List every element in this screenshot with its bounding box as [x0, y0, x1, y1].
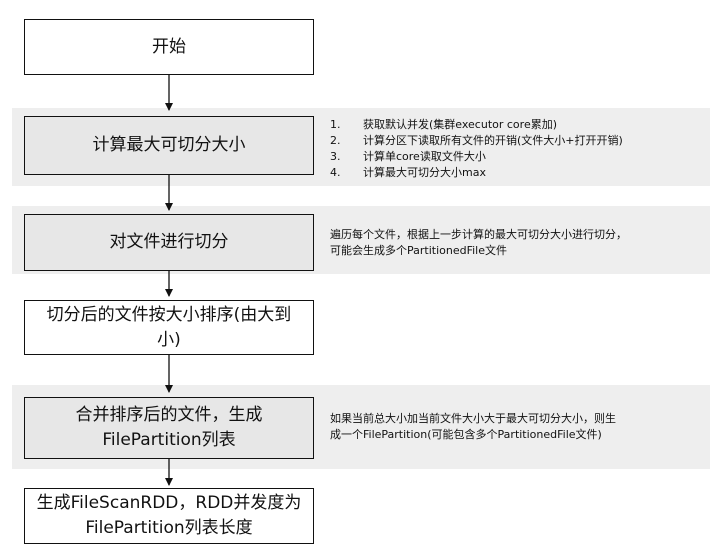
start-node: 开始: [24, 19, 314, 75]
split-note-line: 遍历每个文件，根据上一步计算的最大可切分大小进行切分，: [330, 228, 627, 241]
compute-step: 1. 获取默认并发(集群executor core累加): [330, 117, 623, 133]
merge-note-line: 如果当前总大小加当前文件大小大于最大可切分大小，则生: [330, 412, 616, 425]
merge-files-label-line2: FilePartition列表: [102, 430, 236, 450]
start-node-label: 开始: [152, 36, 186, 57]
compute-step: 4. 计算最大可切分大小max: [330, 165, 623, 181]
step-text: 计算单core读取文件大小: [363, 149, 486, 163]
sort-files-node: 切分后的文件按大小排序(由大到 小): [24, 300, 314, 355]
step-number: 4.: [330, 165, 341, 179]
compute-step: 3. 计算单core读取文件大小: [330, 149, 623, 165]
sort-files-label-line2: 小): [157, 329, 181, 350]
generate-rdd-label-line2: FilePartition列表长度: [85, 518, 253, 538]
split-note: 遍历每个文件，根据上一步计算的最大可切分大小进行切分， 可能会生成多个Parti…: [330, 227, 627, 259]
step-number: 2.: [330, 133, 341, 147]
generate-rdd-label-line1: 生成FileScanRDD，RDD并发度为: [36, 493, 302, 514]
step-text: 计算分区下读取所有文件的开销(文件大小+打开开销): [363, 133, 623, 147]
split-files-label: 对文件进行切分: [109, 232, 229, 253]
sort-files-label-line1: 切分后的文件按大小排序(由大到: [46, 304, 292, 325]
compute-steps-note: 1. 获取默认并发(集群executor core累加) 2. 计算分区下读取所有文…: [330, 117, 623, 181]
split-files-node: 对文件进行切分: [24, 214, 314, 271]
compute-max-split-label: 计算最大可切分大小: [92, 135, 246, 156]
merge-note: 如果当前总大小加当前文件大小大于最大可切分大小，则生 成一个FilePartit…: [330, 411, 616, 443]
split-note-line: 可能会生成多个PartitionedFile文件: [330, 243, 507, 257]
merge-note-line: 成一个FilePartition(可能包含多个PartitionedFile文件…: [330, 427, 602, 441]
step-text: 计算最大可切分大小max: [363, 165, 486, 179]
step-text: 获取默认并发(集群executor core累加): [363, 118, 558, 131]
step-number: 3.: [330, 149, 341, 163]
compute-max-split-node: 计算最大可切分大小: [24, 116, 314, 175]
compute-step: 2. 计算分区下读取所有文件的开销(文件大小+打开开销): [330, 133, 623, 149]
generate-rdd-node: 生成FileScanRDD，RDD并发度为 FilePartition列表长度: [24, 488, 314, 544]
step-number: 1.: [330, 118, 341, 131]
merge-files-label-line1: 合并排序后的文件，生成: [75, 405, 263, 426]
merge-files-node: 合并排序后的文件，生成 FilePartition列表: [24, 397, 314, 459]
